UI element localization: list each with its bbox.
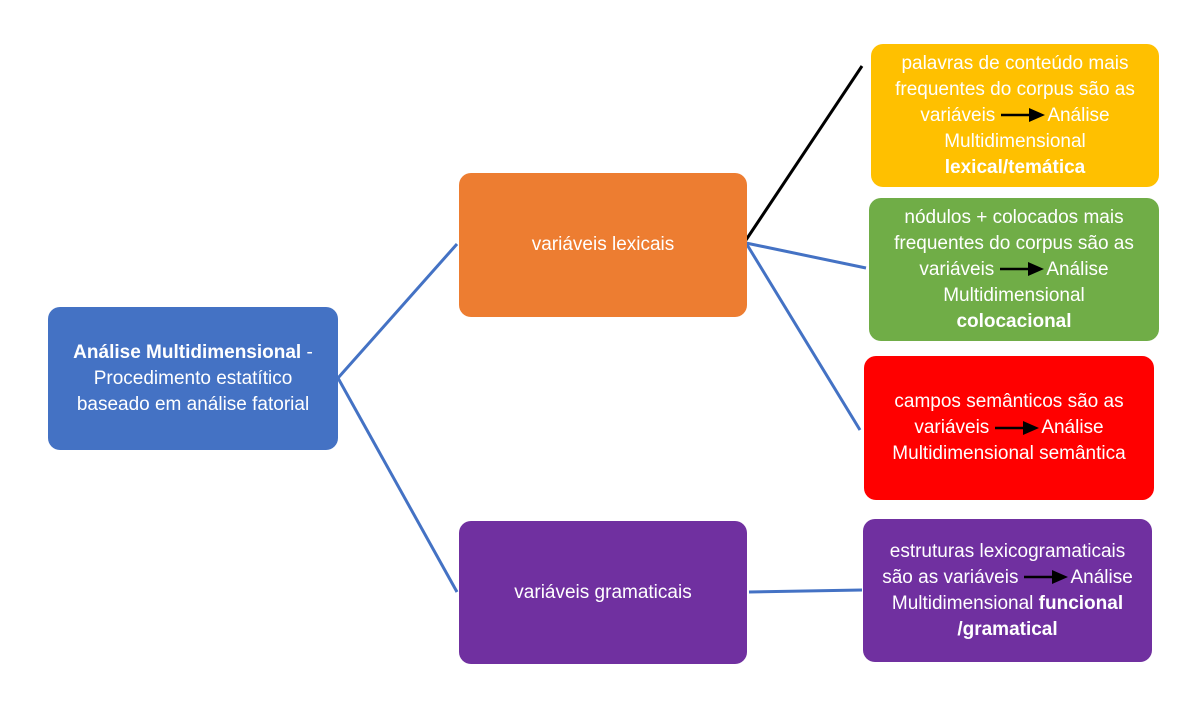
connector-lexical-to-thematic: [744, 65, 864, 241]
thematic-pre-arrow: variáveis: [920, 104, 996, 126]
leaf-collocational: nódulos + colocados mais frequentes do c…: [869, 198, 1159, 341]
root-dash: -: [301, 341, 313, 363]
right-arrow-icon: [1000, 262, 1045, 277]
thematic-post-arrow: Análise: [1047, 104, 1110, 126]
grammatical-type: /gramatical: [957, 618, 1058, 640]
semantic-pre-arrow: variáveis: [914, 417, 990, 438]
right-arrow-icon: [1001, 108, 1046, 123]
thematic-line-1: palavras de conteúdo mais: [901, 52, 1129, 74]
connector-root-to-grammatical: [336, 377, 459, 593]
connector-lexical-to-semantic: [744, 242, 862, 431]
semantic-post-arrow: Análise: [1041, 417, 1104, 438]
branch-grammatical-label: variáveis gramaticais: [514, 581, 692, 603]
functional-pre-arrow: são as variáveis: [882, 566, 1019, 588]
functional-line-1: estruturas lexicogramaticais: [889, 540, 1126, 562]
functional-line-3-plain: Multidimensional: [891, 592, 1039, 614]
leaf-functional-grammatical: estruturas lexicogramaticais são as vari…: [863, 519, 1152, 662]
thematic-type: lexical/temática: [944, 156, 1086, 178]
leaf-lexical-thematic: palavras de conteúdo mais frequentes do …: [871, 44, 1159, 187]
functional-post-arrow: Análise: [1070, 566, 1133, 588]
collocational-line-1: nódulos + colocados mais: [904, 206, 1124, 228]
collocational-line-4: Multidimensional: [943, 284, 1085, 306]
semantic-line-3: Multidimensional semântica: [892, 443, 1126, 464]
branch-lexical: variáveis lexicais: [459, 173, 747, 317]
collocational-post-arrow: Análise: [1046, 258, 1109, 280]
connector-root-to-lexical: [336, 243, 459, 379]
functional-type: funcional: [1038, 592, 1124, 614]
semantic-line-1: campos semânticos são as: [894, 391, 1124, 412]
root-title: Análise Multidimensional: [73, 341, 302, 363]
branch-lexical-label: variáveis lexicais: [531, 234, 675, 255]
root-line-3: baseado em análise fatorial: [76, 393, 310, 415]
leaf-semantic: campos semânticos são as variáveis Anális…: [864, 356, 1154, 500]
connector-lexical-to-collocational: [745, 241, 867, 270]
root-line-2: Procedimento estatítico: [93, 367, 293, 389]
root-node: Análise Multidimensional - Procedimento …: [48, 307, 338, 450]
collocational-pre-arrow: variáveis: [919, 258, 995, 280]
collocational-type: colocacional: [956, 310, 1072, 332]
collocational-line-2: frequentes do corpus são as: [894, 232, 1134, 254]
connector-grammatical-to-functional: [748, 588, 863, 594]
thematic-line-4: Multidimensional: [944, 130, 1086, 152]
right-arrow-icon: [1024, 570, 1069, 585]
branch-grammatical: variáveis gramaticais: [459, 521, 747, 664]
right-arrow-icon: [995, 420, 1040, 435]
thematic-line-2: frequentes do corpus são as: [895, 78, 1135, 100]
